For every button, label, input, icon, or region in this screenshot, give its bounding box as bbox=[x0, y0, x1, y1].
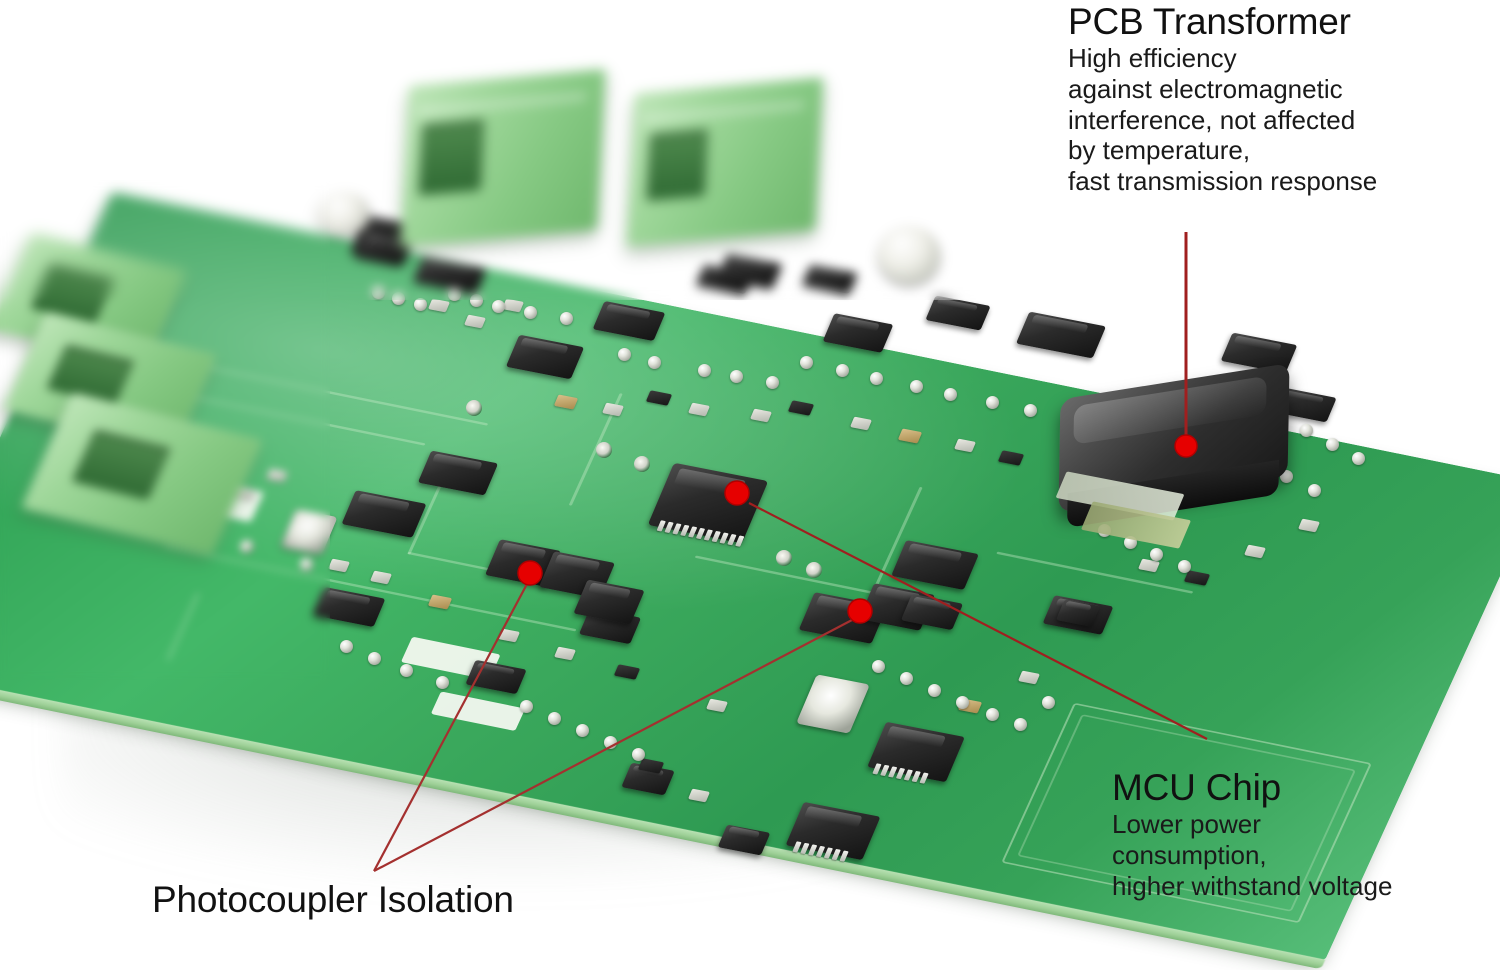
solder-joint bbox=[340, 640, 353, 653]
leader-line-photocoupler-2 bbox=[373, 619, 853, 872]
callout-body-mcu: Lower power consumption, higher withstan… bbox=[1112, 809, 1392, 901]
callout-body-line: by temperature, bbox=[1068, 135, 1251, 166]
callout-body-line: fast transmission response bbox=[1068, 165, 1378, 196]
leader-line-mcu bbox=[748, 502, 1208, 740]
callout-title-mcu: MCU Chip bbox=[1112, 767, 1282, 808]
callout-body-line: against electromagnetic bbox=[1068, 73, 1343, 104]
solder-joint bbox=[648, 356, 661, 369]
pcb-via bbox=[596, 442, 612, 458]
solder-joint bbox=[1024, 404, 1037, 417]
solder-joint bbox=[944, 388, 957, 401]
callout-photocoupler-isolation: Photocoupler Isolation bbox=[152, 880, 514, 919]
solder-joint bbox=[492, 300, 505, 313]
callout-title-photocoupler: Photocoupler Isolation bbox=[152, 879, 514, 920]
solder-joint bbox=[698, 364, 711, 377]
callout-body-line: consumption, bbox=[1112, 839, 1267, 870]
solder-joint bbox=[986, 396, 999, 409]
solder-joint bbox=[560, 312, 573, 325]
pcb-via bbox=[634, 456, 650, 472]
callout-pcb-transformer: PCB Transformer High efficiency against … bbox=[1068, 2, 1377, 197]
marker-dot-transformer bbox=[1174, 434, 1198, 458]
callout-body-transformer: High efficiency against electromagnetic … bbox=[1068, 43, 1377, 196]
callout-title-transformer: PCB Transformer bbox=[1068, 1, 1351, 42]
marker-dot-photocoupler-1 bbox=[517, 560, 543, 586]
solder-joint bbox=[836, 364, 849, 377]
solder-joint bbox=[618, 348, 631, 361]
callout-body-line: High efficiency bbox=[1068, 43, 1237, 74]
callout-body-line: Lower power bbox=[1112, 809, 1261, 840]
callout-body-line: interference, not affected bbox=[1068, 104, 1356, 135]
solder-joint bbox=[414, 298, 427, 311]
solder-joint bbox=[766, 376, 779, 389]
solder-joint bbox=[1308, 484, 1321, 497]
solder-joint bbox=[1326, 438, 1339, 451]
solder-joint bbox=[730, 370, 743, 383]
marker-dot-photocoupler-2 bbox=[847, 598, 873, 624]
solder-joint bbox=[870, 372, 883, 385]
callout-body-line: higher withstand voltage bbox=[1112, 870, 1393, 901]
callout-mcu-chip: MCU Chip Lower power consumption, higher… bbox=[1112, 768, 1392, 901]
leader-line-photocoupler-1 bbox=[373, 583, 528, 872]
solder-joint bbox=[910, 380, 923, 393]
solder-joint bbox=[1352, 452, 1365, 465]
solder-joint bbox=[524, 306, 537, 319]
solder-joint bbox=[1300, 424, 1313, 437]
marker-dot-mcu bbox=[724, 480, 750, 506]
pcb-via bbox=[466, 400, 482, 416]
solder-joint bbox=[800, 356, 813, 369]
